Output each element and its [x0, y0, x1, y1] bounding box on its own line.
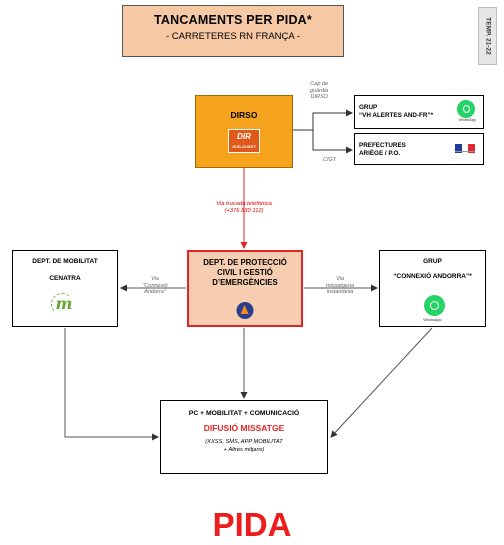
- node-grup-connexio-andorra: GRUP “CONNEXIÓ ANDORRA”* WhatsApp: [379, 250, 486, 327]
- title-box: TANCAMENTS PER PIDA* - CARRETERES RN FRA…: [122, 5, 344, 57]
- cigt-caption: CIGT: [323, 157, 337, 163]
- page-subtitle: - CARRETERES RN FRANÇA -: [165, 31, 301, 42]
- mobilitat-logo-icon: m: [51, 293, 75, 315]
- civil-protection-icon: [236, 302, 254, 319]
- via-trucada-caption: Via trucada telefònica (+376 830 112): [216, 201, 272, 214]
- node-grup-vh-alertes: GRUP “VH ALERTES AND-FR”* WhatsApp: [354, 95, 484, 129]
- page-title: TANCAMENTS PER PIDA*: [154, 13, 312, 27]
- version-tag: TEMP. 21-22: [478, 7, 497, 65]
- pida-title: PIDA: [212, 506, 292, 543]
- whatsapp-icon: [424, 295, 445, 316]
- node-difusio-missatge: PC + MOBILITAT + COMUNICACIÓ DIFUSIÓ MIS…: [160, 400, 328, 474]
- cap-guardia-caption: Cap de guàrdia DIRSO: [310, 81, 329, 100]
- edge-mobilitat-difusio: [64, 328, 159, 441]
- via-missatgeria-caption: Via missatgeria instantània: [325, 276, 355, 295]
- edge-dirso-prefectures: [312, 130, 353, 154]
- via-connexio-caption: Via “Connexió Andorra”: [142, 276, 168, 295]
- french-flag-icon: [455, 140, 475, 153]
- node-dept-mobilitat: DEPT. DE MOBILITAT CENATRA m: [12, 250, 118, 327]
- edge-connexio-difusio: [330, 327, 433, 438]
- dirso-label: DIRSO: [230, 110, 258, 120]
- edge-dirso-grup: [293, 109, 353, 131]
- node-prefectures: PREFECTURES ARIÈGE / P.O.: [354, 133, 484, 165]
- whatsapp-icon: [457, 100, 475, 118]
- node-dept-proteccio-civil: DEPT. DE PROTECCIÓ CIVIL I GESTIÓ D’EMER…: [187, 250, 303, 327]
